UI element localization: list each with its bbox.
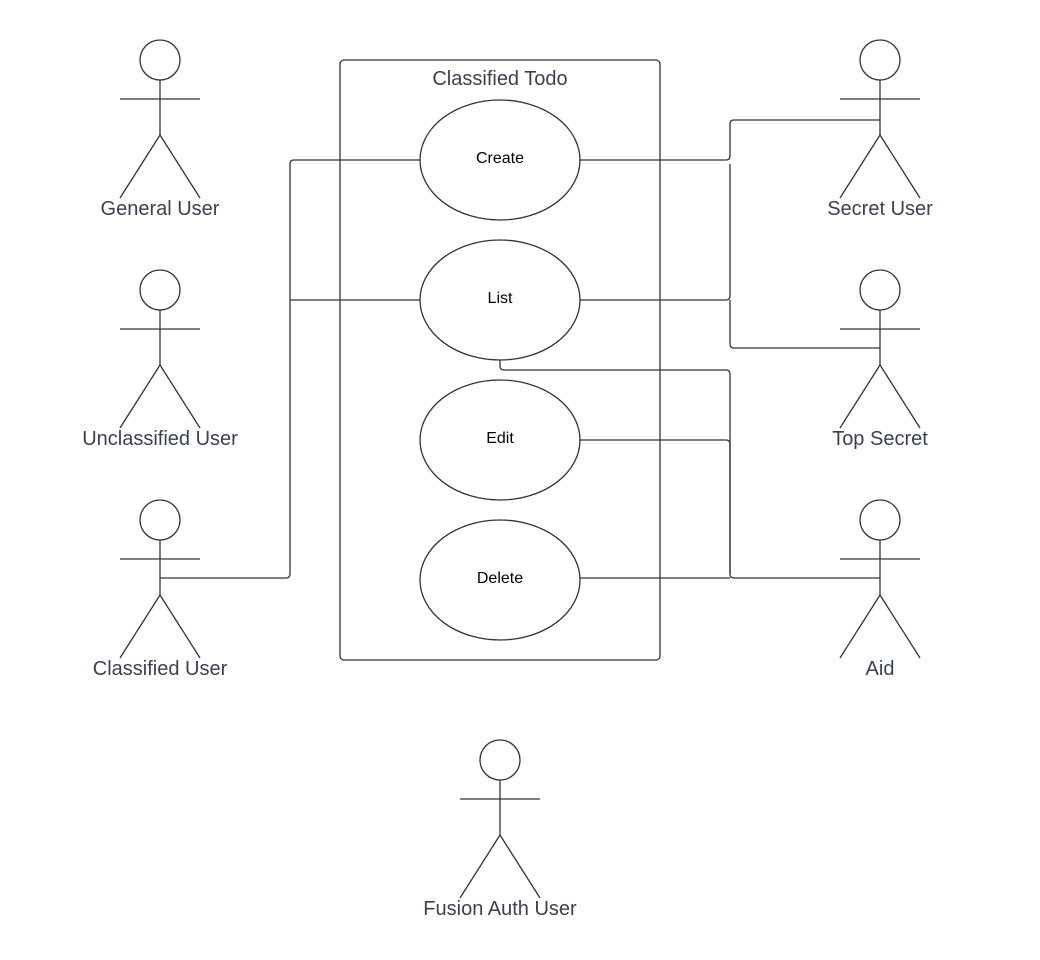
stick-figure-icon xyxy=(839,269,921,429)
use-case-list-label: List xyxy=(488,290,513,307)
stick-figure-icon xyxy=(839,499,921,659)
association-aid-edit xyxy=(580,439,731,574)
use-case-list[interactable]: List xyxy=(419,239,581,361)
stick-figure-icon xyxy=(839,39,921,199)
stick-figure-icon xyxy=(119,269,201,429)
actor-unclassified-user-label: Unclassified User xyxy=(82,428,238,450)
stick-figure-icon xyxy=(459,739,541,899)
association-secret-user-list xyxy=(580,164,731,301)
system-title: Classified Todo xyxy=(432,68,567,90)
associations xyxy=(160,119,880,579)
use-case-create-label: Create xyxy=(476,150,524,167)
use-case-create[interactable]: Create xyxy=(419,99,581,221)
actor-top-secret[interactable]: Top Secret xyxy=(832,269,928,450)
system-boundary: Classified Todo xyxy=(339,59,661,661)
actor-fusion-auth-user-label: Fusion Auth User xyxy=(423,898,577,920)
actor-fusion-auth-user[interactable]: Fusion Auth User xyxy=(423,739,577,920)
actor-classified-user[interactable]: Classified User xyxy=(93,499,228,680)
actor-general-user[interactable]: General User xyxy=(101,39,220,220)
association-top-secret xyxy=(729,300,880,349)
use-case-edit-label: Edit xyxy=(486,430,514,447)
use-case-edit[interactable]: Edit xyxy=(419,379,581,501)
actor-aid[interactable]: Aid xyxy=(839,499,921,680)
actor-secret-user[interactable]: Secret User xyxy=(827,39,933,220)
actor-unclassified-user[interactable]: Unclassified User xyxy=(82,269,238,450)
actor-secret-user-label: Secret User xyxy=(827,198,933,220)
association-classified-user-create xyxy=(160,159,420,579)
actor-classified-user-label: Classified User xyxy=(93,658,228,680)
actor-general-user-label: General User xyxy=(101,198,220,220)
stick-figure-icon xyxy=(119,499,201,659)
actor-aid-label: Aid xyxy=(866,658,895,680)
actor-top-secret-label: Top Secret xyxy=(832,428,928,450)
association-secret-user-create xyxy=(580,119,880,161)
use-case-delete[interactable]: Delete xyxy=(419,519,581,641)
use-case-delete-label: Delete xyxy=(477,570,523,587)
association-aid-list xyxy=(499,360,880,579)
stick-figure-icon xyxy=(119,39,201,199)
